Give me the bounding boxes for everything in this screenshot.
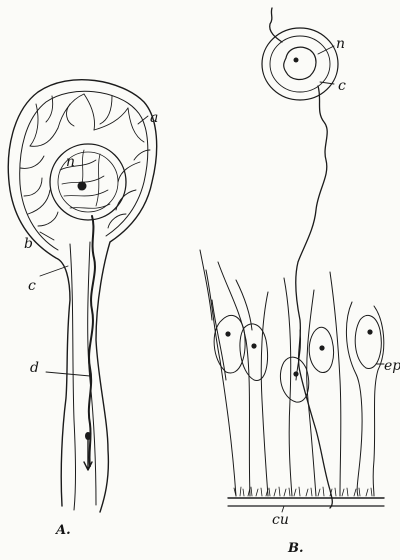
basal-bristles: [234, 487, 372, 496]
ganglion-cell-outer: [262, 28, 338, 100]
leader-a: [138, 116, 148, 124]
upper-fibre: [270, 8, 282, 42]
ganglion-cell-inner: [270, 36, 330, 92]
arrow-tail-dot: [85, 432, 91, 440]
leader-c: [40, 266, 68, 276]
ganglion-nucleus: [284, 47, 316, 79]
leader-d: [46, 372, 90, 376]
caption-b: B.: [287, 541, 304, 556]
label-d: d: [30, 360, 39, 376]
stalk-inner-wall-left: [70, 244, 76, 510]
label-c-b: c: [338, 78, 346, 94]
label-n-b: n: [336, 36, 345, 52]
nucleolus: [78, 182, 87, 191]
epithelium: [200, 250, 384, 496]
panel-a-drawing: a b c d n A.: [8, 80, 158, 538]
caption-a: A.: [54, 523, 71, 538]
label-n: n: [66, 154, 75, 170]
label-b: b: [24, 236, 33, 252]
leader-n: [318, 46, 334, 54]
label-cu: cu: [272, 512, 289, 528]
label-ep: ep: [384, 358, 400, 374]
label-a: a: [150, 110, 158, 126]
sensory-fibre: [296, 86, 332, 508]
ganglion-nucleolus: [294, 58, 299, 63]
label-c: c: [28, 278, 36, 294]
leader-b: [40, 232, 54, 240]
panel-b-drawing: n c ep cu B.: [200, 8, 400, 556]
